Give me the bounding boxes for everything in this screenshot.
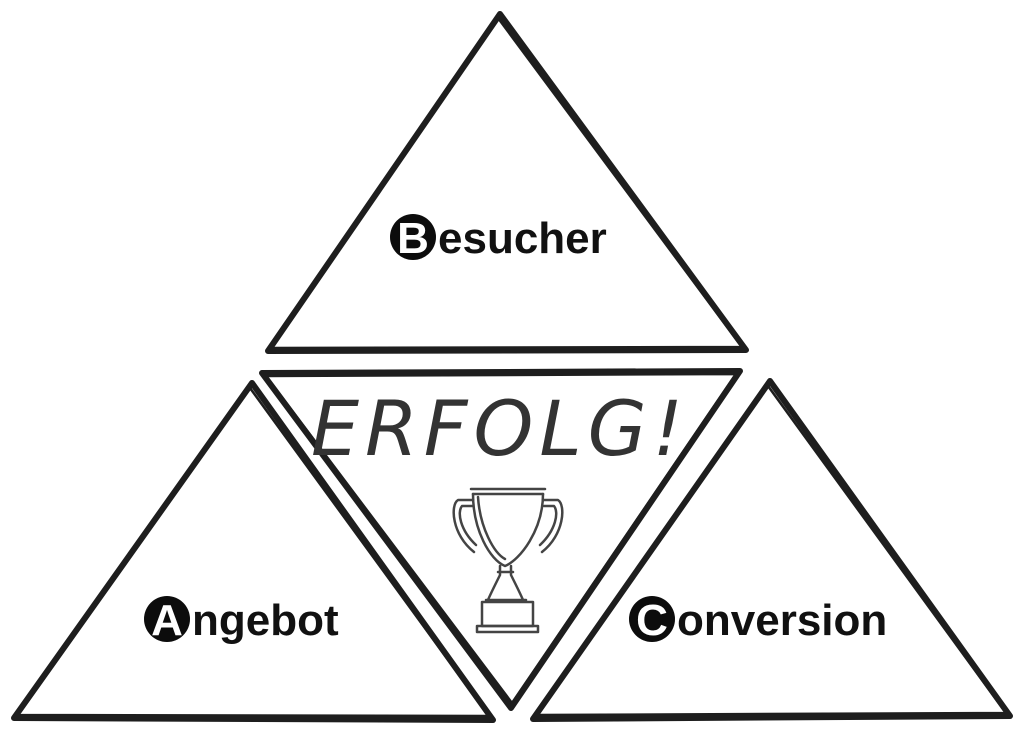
trophy-icon: [452, 487, 564, 634]
triangle-bottom-left: [11, 380, 496, 723]
label-besucher: B esucher: [390, 214, 607, 263]
badge-a-letter: A: [151, 596, 183, 645]
triangle-center: [259, 368, 743, 711]
label-conversion-text: onversion: [677, 596, 887, 645]
badge-b: [390, 214, 436, 260]
success-title: ERFOLG!: [311, 384, 689, 473]
label-besucher-text: esucher: [438, 214, 607, 263]
label-angebot: A ngebot: [144, 596, 339, 645]
badge-a: [144, 596, 190, 642]
badge-c-letter: C: [636, 596, 668, 645]
label-angebot-text: ngebot: [192, 596, 339, 645]
triangle-top: [265, 11, 749, 354]
badge-b-letter: B: [397, 214, 429, 263]
badge-c: [629, 596, 675, 642]
label-conversion: C onversion: [629, 596, 887, 645]
